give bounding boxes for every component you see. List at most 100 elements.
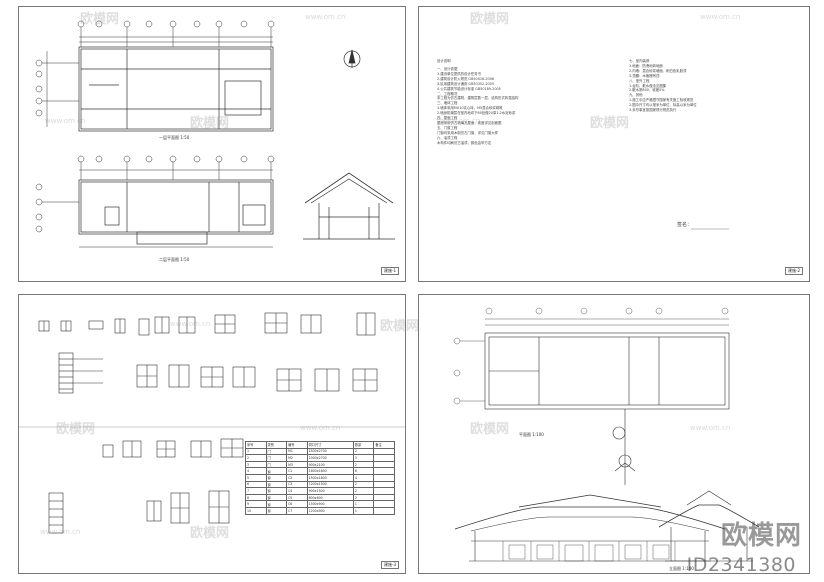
watermark-url: www.om.cn	[170, 320, 211, 328]
table-cell	[373, 480, 395, 489]
note-line: 七、室内装修	[629, 59, 650, 63]
table-cell: 门	[265, 454, 288, 462]
table-cell: 1500x2700	[306, 447, 354, 456]
table-cell: 窗	[265, 467, 288, 475]
table-cell	[373, 467, 395, 475]
watermark-logo: 欧模网	[720, 521, 802, 551]
table-header-cell: 类别	[265, 441, 288, 449]
table-cell: M1	[286, 447, 308, 456]
note-line: 2.图中尺寸均以毫米为单位，标高以米为单位	[629, 103, 697, 108]
table-cell: C3	[286, 480, 308, 489]
note-line: 木构件均刷仿古油漆，颜色由甲方定	[437, 140, 492, 145]
table-cell	[373, 487, 395, 495]
note-line: 九、其他	[629, 93, 643, 98]
note-line: 2.内墙：混合砂浆墙面，刷白色乳胶漆	[629, 68, 687, 73]
note-line: 屋面采用仿古琉璃瓦屋面，坡度详见剖面图	[437, 120, 502, 125]
table-cell	[373, 506, 395, 515]
note-line: 1.墙体采用MU10实心砖，M5混合砂浆砌筑	[437, 106, 503, 111]
notes-column-left: 一、设计依据 1.建设单位提供的设计任务书 2.建筑设计防火规范 GB50016…	[437, 67, 518, 146]
table-cell: 1200x1500	[306, 480, 354, 489]
table-cell: 窗	[265, 493, 288, 502]
watermark-url: www.om.cn	[300, 424, 341, 432]
door-window-elevations	[19, 312, 405, 534]
table-cell: 10	[245, 506, 267, 515]
table-cell	[373, 493, 395, 502]
table-cell: 9	[245, 500, 267, 508]
note-line: 1.台阶、散水做法见图集	[629, 83, 667, 88]
note-line: 五、门窗工程	[437, 125, 458, 130]
note-line: 1.地面：防滑地砖地面	[629, 63, 663, 68]
note-line: 四、屋面工程	[437, 116, 458, 121]
table-header-cell: 编号	[286, 441, 308, 449]
signature-label: 签名：	[677, 222, 693, 228]
table-cell: 1500x900	[306, 500, 354, 508]
table-cell: 4	[352, 473, 375, 482]
table-cell: 2	[352, 493, 375, 502]
elevation-caption: 立面图 1:100	[669, 566, 694, 571]
table-header-cell: 序号	[245, 441, 267, 449]
table-cell: 900x1500	[306, 487, 354, 495]
note-line: 1.建设单位提供的设计任务书	[437, 71, 481, 76]
notes-column-right: 七、室内装修 1.地面：防滑地砖地面 2.内墙：混合砂浆墙面，刷白色乳胶漆 3.…	[629, 59, 697, 113]
table-cell: C1	[286, 467, 308, 475]
table-header-cell: 备注	[373, 441, 395, 449]
table-cell: 门	[265, 460, 288, 469]
plan-caption: 平面图 1:100	[519, 432, 544, 437]
table-cell: 窗	[265, 500, 288, 508]
drawing-sheet-design-notes: 设计说明 一、设计依据 1.建设单位提供的设计任务书 2.建筑设计防火规范 GB…	[418, 6, 810, 282]
table-cell: C7	[286, 506, 308, 515]
note-line: 4.公共建筑节能设计标准 GB50189-2005	[437, 86, 501, 91]
watermark-url: www.om.cn	[440, 117, 481, 125]
table-cell: 2	[352, 487, 375, 495]
table-cell: 8	[245, 493, 267, 502]
table-cell: 1200x900	[306, 506, 354, 515]
table-cell: 600x600	[306, 493, 354, 502]
table-cell: 6	[245, 480, 267, 489]
table-cell: 窗	[265, 506, 288, 515]
table-cell: 3	[245, 460, 267, 469]
watermark-url: www.om.cn	[45, 117, 86, 125]
table-cell: 4	[245, 467, 267, 475]
table-cell: 2	[352, 447, 375, 456]
signature-line	[691, 228, 729, 230]
watermark-id: ID2341380	[686, 554, 796, 576]
note-line: 3.未尽事宜按国家现行规范执行	[629, 108, 677, 113]
table-cell: M2	[286, 454, 308, 462]
table-cell	[373, 473, 395, 482]
note-line: 2.散水宽800，坡度5%	[629, 88, 665, 93]
table-cell: 窗	[265, 473, 288, 482]
table-cell	[373, 460, 395, 469]
table-cell: 1000x2700	[306, 454, 354, 462]
drawing-sheet-plan-elevations: 平面图 1:100 立面图 1:100	[418, 294, 810, 574]
table-header: 序号 类别 编号 洞口尺寸 数量 备注	[245, 441, 395, 449]
table-cell: 7	[245, 487, 267, 495]
title-block: 建施-2	[785, 267, 803, 275]
table-cell: 3	[352, 454, 375, 462]
table-cell: 窗	[265, 487, 288, 495]
watermark-url: www.om.cn	[305, 13, 346, 21]
table-cell: 1500x1800	[306, 473, 354, 482]
note-line: 3.顶棚：木格栅吊顶	[629, 73, 660, 78]
title-block: 建施-1	[381, 267, 399, 275]
note-line: 一、设计依据	[437, 67, 458, 71]
table-cell: 900x2100	[306, 460, 354, 469]
table-cell	[373, 500, 395, 508]
note-line: 门窗均采用木制仿古门窗，详见门窗大样	[437, 130, 499, 135]
table-cell: C2	[286, 473, 308, 482]
table-cell: M3	[286, 460, 308, 469]
title-block: 建施-3	[381, 561, 399, 569]
table-cell: 5	[245, 473, 267, 482]
watermark-url: www.om.cn	[40, 528, 81, 536]
table-cell: 2	[352, 460, 375, 469]
floor-plan-drawing	[35, 20, 395, 248]
table-cell: C5	[286, 493, 308, 502]
note-line: 2.建筑设计防火规范 GB50016-2006	[437, 76, 495, 81]
note-line: 八、室外工程	[629, 78, 650, 83]
